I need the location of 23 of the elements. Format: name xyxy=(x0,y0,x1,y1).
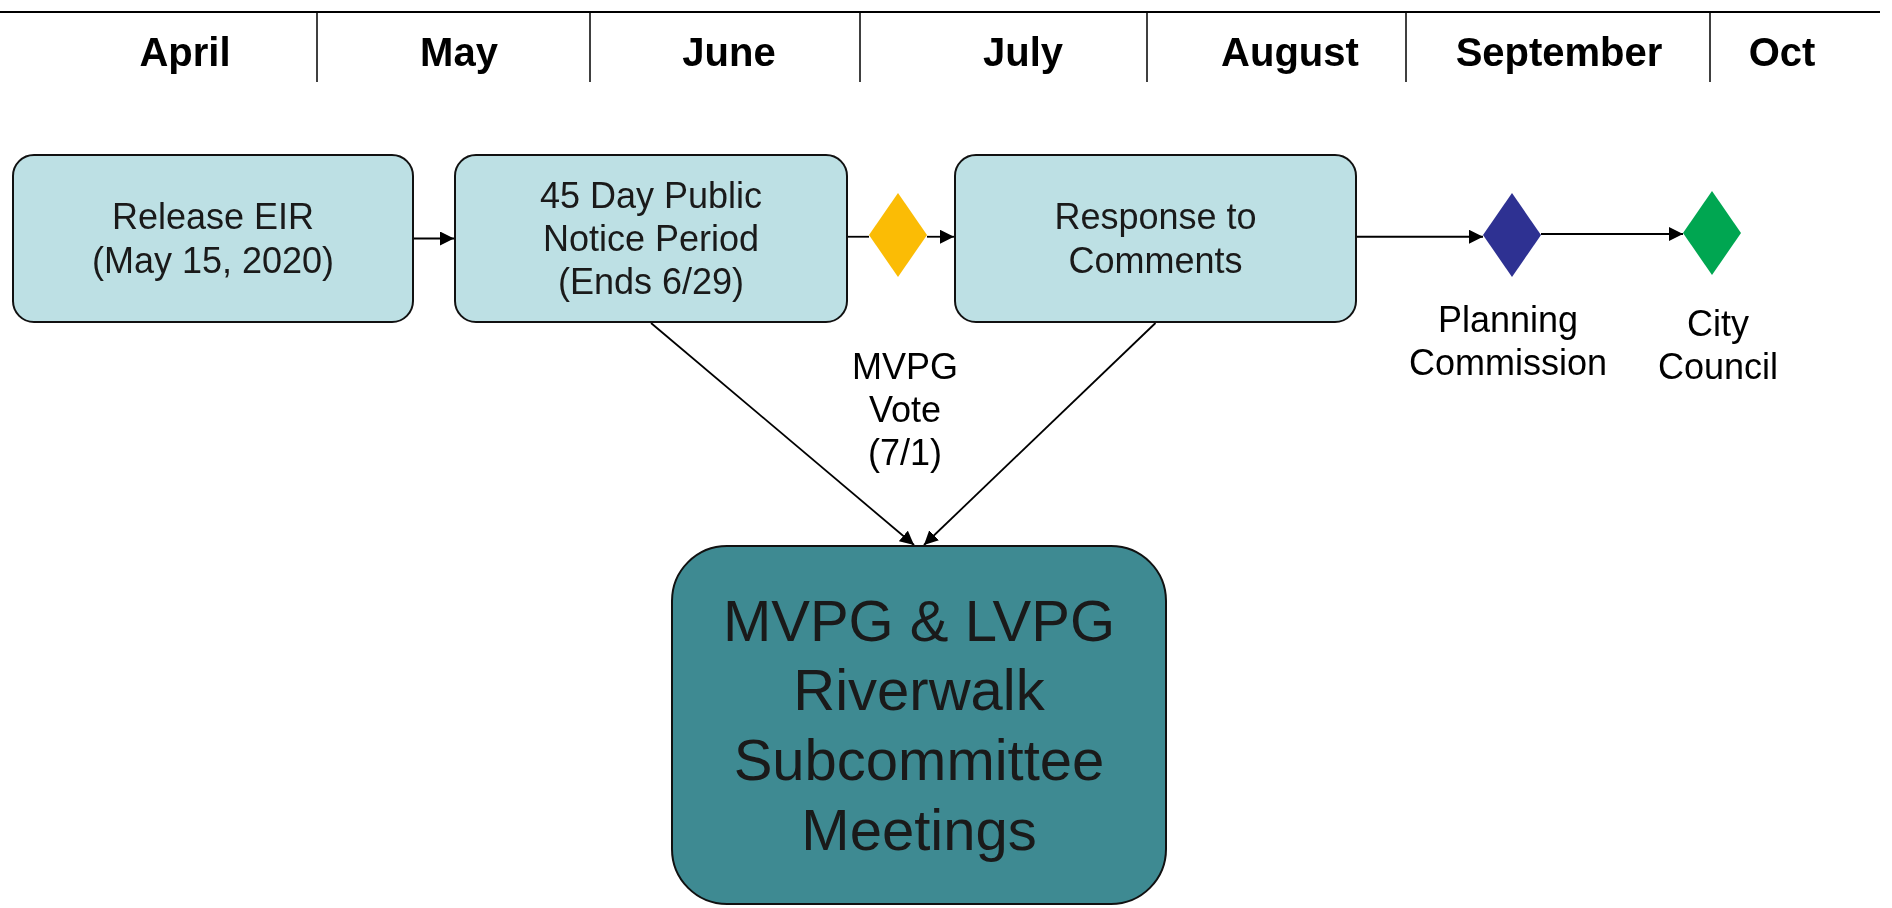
milestone-label: Planning Commission xyxy=(1407,298,1608,385)
milestone-label: MVPG Vote (7/1) xyxy=(851,345,959,475)
month-label: April xyxy=(139,30,231,75)
process-box: Response to Comments xyxy=(954,154,1357,323)
arrow xyxy=(1540,227,1684,241)
process-box: 45 Day Public Notice Period (Ends 6/29) xyxy=(454,154,848,323)
month-label: June xyxy=(682,30,776,75)
milestone-diamond xyxy=(869,193,927,277)
arrow xyxy=(923,322,1157,546)
meeting-box: MVPG & LVPG Riverwalk Subcommittee Meetings xyxy=(671,545,1167,905)
month-label: August xyxy=(1221,30,1359,75)
month-label: July xyxy=(983,30,1063,75)
milestone-label: City Council xyxy=(1656,302,1780,389)
process-box: Release EIR (May 15, 2020) xyxy=(12,154,414,323)
month-label: September xyxy=(1455,30,1663,75)
milestone-diamond xyxy=(1483,193,1541,277)
arrow xyxy=(650,322,915,546)
month-label: May xyxy=(420,30,498,75)
arrow xyxy=(926,229,955,244)
milestone-diamond xyxy=(1683,191,1741,275)
arrow xyxy=(1356,229,1484,244)
month-label: Oct xyxy=(1748,30,1816,75)
arrow xyxy=(413,231,455,246)
